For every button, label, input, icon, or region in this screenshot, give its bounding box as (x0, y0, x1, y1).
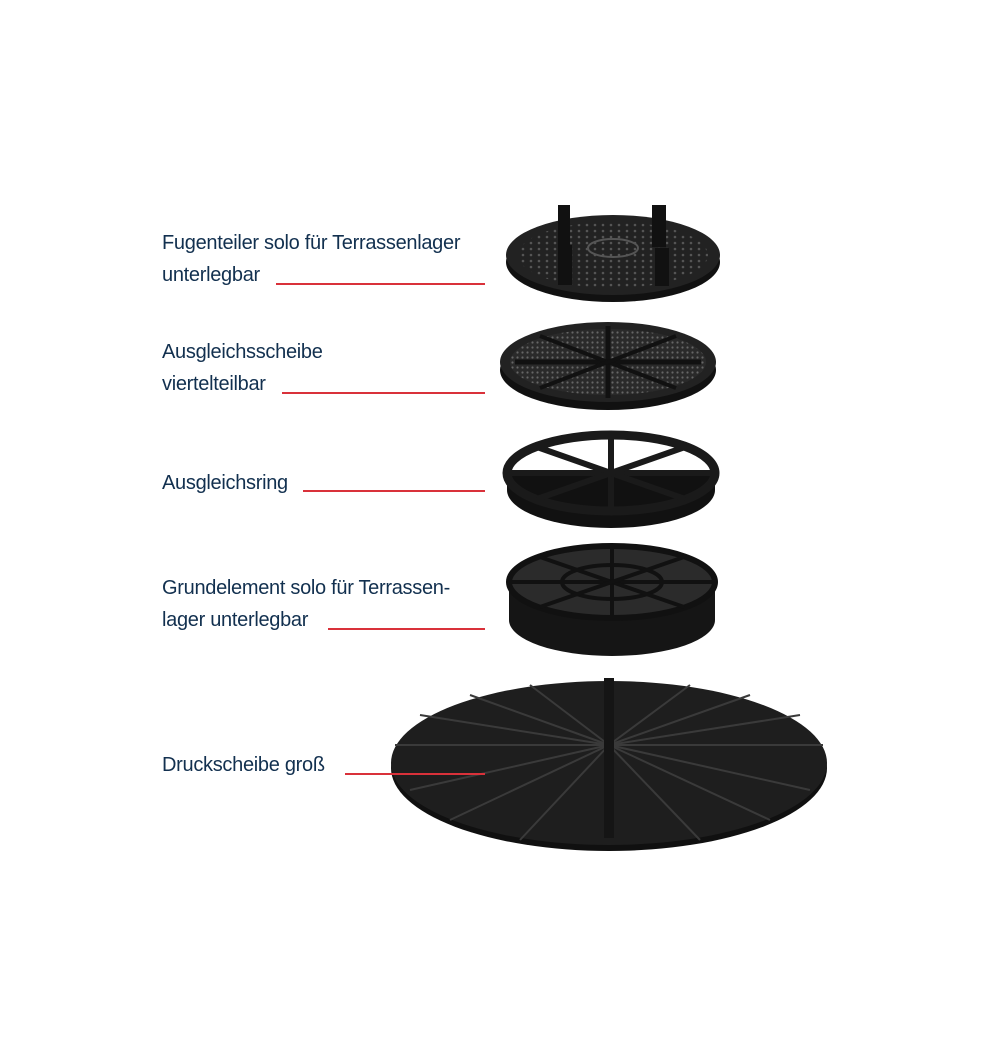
leader-line-ausgleichsring (303, 490, 485, 492)
part-label-druckscheibe: Druckscheibe groß (162, 749, 325, 781)
label-line: Druckscheibe groß (162, 754, 325, 776)
label-line: viertelteilbar (162, 373, 266, 395)
label-line: Ausgleichsring (162, 472, 288, 494)
label-line: lager unterlegbar (162, 609, 309, 631)
part-label-grundelement: Grundelement solo für Terrassen- lager u… (162, 572, 450, 636)
label-line: Ausgleichsscheibe (162, 341, 323, 363)
leader-line-grundelement (328, 628, 485, 630)
part-label-fugenteiler: Fugenteiler solo für Terrassenlager unte… (162, 227, 460, 291)
leader-line-druckscheibe (345, 773, 485, 775)
label-line: Fugenteiler solo für Terrassenlager (162, 232, 461, 254)
ausgleichsscheibe-disc (500, 322, 716, 410)
grundelement (506, 543, 718, 656)
druckscheibe-disc (391, 678, 827, 851)
label-line: Grundelement solo für Terrassen- (162, 577, 450, 599)
part-label-ausgleichsscheibe: Ausgleichsscheibe viertelteilbar (162, 336, 323, 400)
leader-line-fugenteiler (276, 283, 485, 285)
ausgleichsring (502, 430, 720, 528)
fugenteiler-disc (506, 205, 720, 302)
leader-line-ausgleichsscheibe (282, 392, 485, 394)
part-label-ausgleichsring: Ausgleichsring (162, 467, 288, 499)
label-line: unterlegbar (162, 264, 260, 286)
